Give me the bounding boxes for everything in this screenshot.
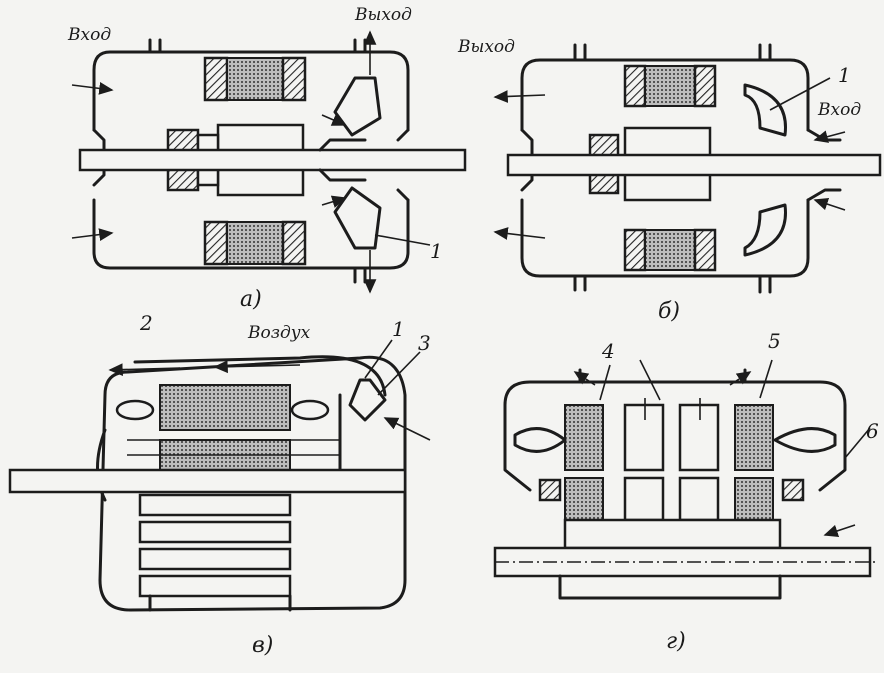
panel-b (493, 43, 882, 294)
panel-b-inlet-label: Вход (817, 100, 861, 120)
panel-v-caption: в) (252, 633, 273, 658)
panel-a-outlet-label: Выход (354, 5, 412, 25)
panel-b-outlet-label: Выход (457, 37, 515, 57)
panel-a (71, 30, 467, 294)
panel-v-callout-1: 1 (392, 317, 405, 341)
panel-g-callout-4: 4 (601, 339, 615, 363)
panel-g-callout-6: 6 (866, 419, 879, 443)
panel-v-callout-3: 3 (418, 331, 431, 355)
panel-v (8, 339, 431, 612)
panel-a-callout: 1 (430, 239, 443, 263)
panel-g (493, 359, 875, 600)
panel-v-callout-2: 2 (139, 311, 153, 335)
panel-b-callout: 1 (838, 63, 851, 87)
panel-g-callout-5: 5 (768, 329, 781, 353)
panel-v-air-label: Воздух (247, 323, 311, 343)
panel-b-caption: б) (658, 299, 680, 324)
panel-a-inlet-label: Вход (67, 25, 111, 45)
panel-a-caption: а) (240, 287, 262, 312)
panel-g-caption: г) (666, 629, 686, 654)
